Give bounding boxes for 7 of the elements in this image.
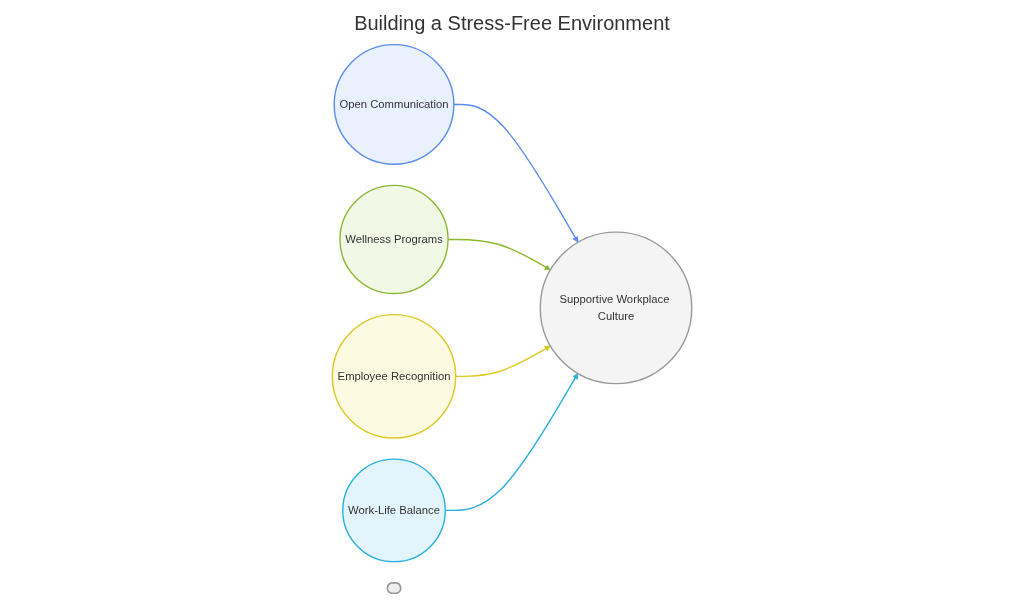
node-circle: Wellness Programs (339, 184, 449, 295)
diagram-title: Building a Stress-Free Environment (353, 12, 671, 35)
node-circle: Open Communication (333, 43, 455, 165)
node-circle: Employee Recognition (331, 313, 457, 439)
node-circle: Work-Life Balance (342, 458, 446, 563)
node-circle: Supportive Workplace Culture (539, 231, 693, 385)
arrow (453, 103, 579, 243)
